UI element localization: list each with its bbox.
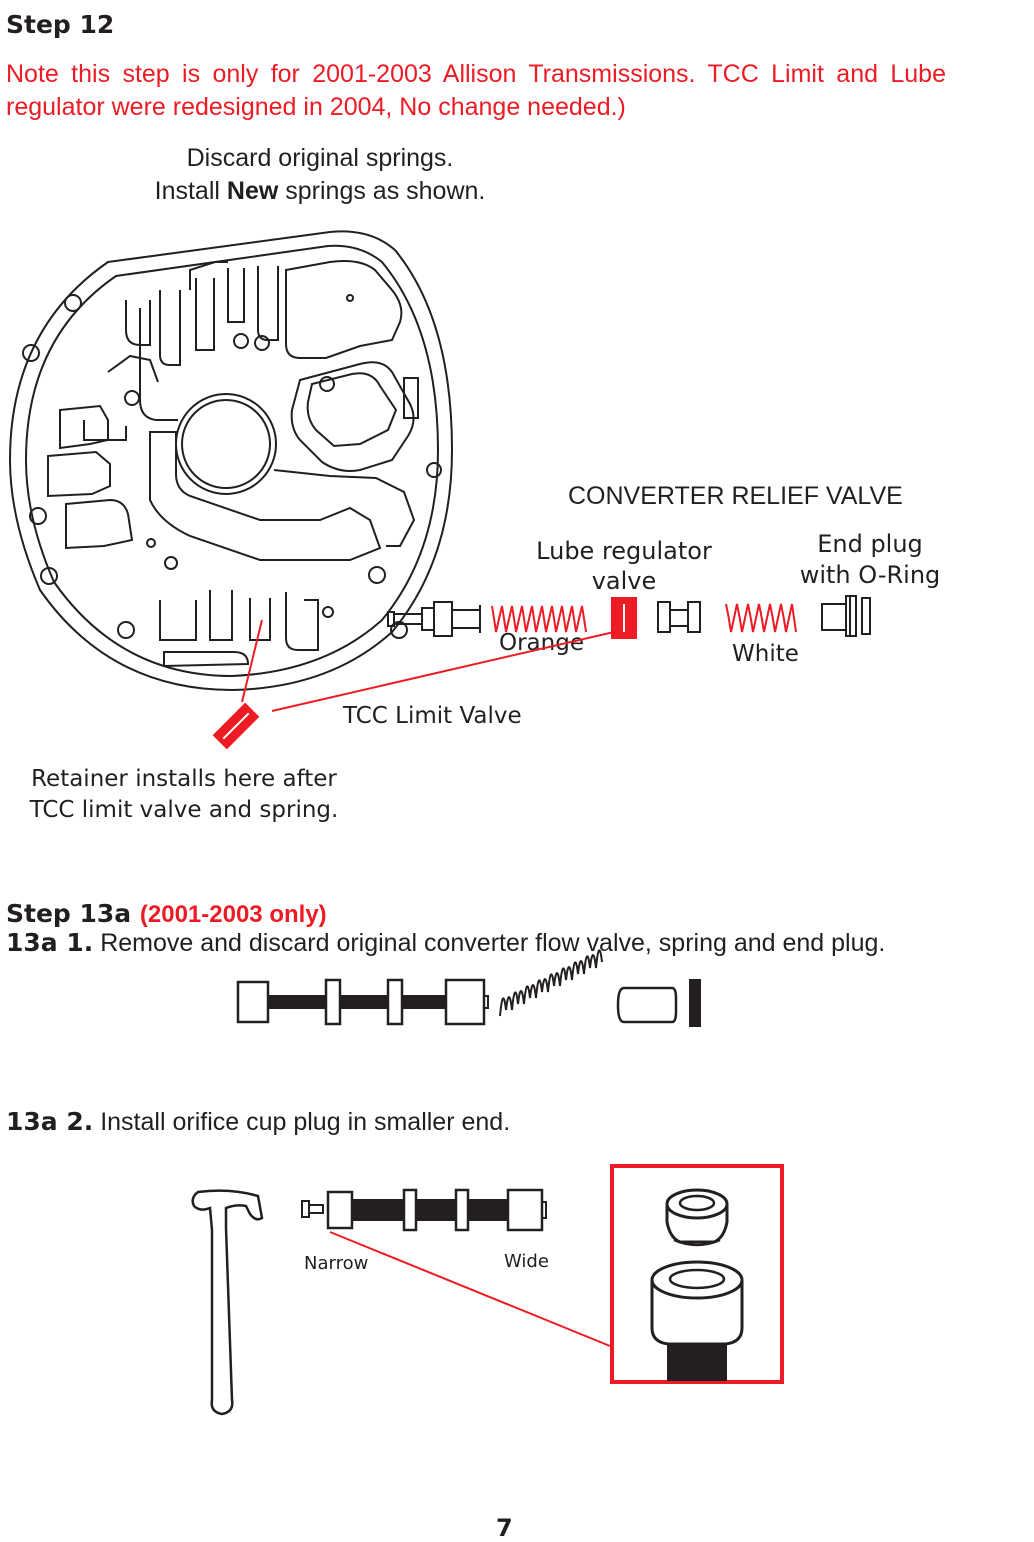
orifice-valve-part (301, 1188, 547, 1232)
converter-flow-valve-part (236, 978, 489, 1026)
end-plug-part (821, 595, 871, 637)
wide-end-label: Wide (504, 1251, 549, 1272)
orange-spring-icon (491, 605, 587, 633)
tcc-retainer-clip (212, 702, 260, 750)
discard-springs-text: Discard original springs. (186, 144, 454, 172)
white-spring-valve-part (657, 601, 701, 633)
step-13a-2: 13a 2. Install orifice cup plug in small… (6, 1107, 511, 1136)
step-12-title: Step 12 (6, 10, 115, 39)
install-new-springs-text: Install New springs as shown. (154, 177, 486, 205)
lube-regulator-valve-part (611, 597, 637, 639)
orange-spring-label: Orange (499, 630, 584, 656)
orifice-cup-plug-inset (610, 1164, 784, 1384)
tcc-limit-valve-part (387, 601, 481, 637)
flow-valve-end-plug-part (616, 979, 701, 1027)
valve-body-plate (8, 230, 454, 692)
new-emphasis: New (226, 177, 279, 205)
flow-valve-spring-icon (499, 949, 603, 1017)
white-spring-label: White (732, 641, 799, 667)
hammer-icon (191, 1189, 264, 1416)
step-13a-qualifier: (2001-2003 only) (139, 901, 327, 928)
page-number: 7 (496, 1514, 513, 1542)
step-12-note: Note this step is only for 2001-2003 All… (6, 60, 946, 121)
converter-relief-valve-label: CONVERTER RELIEF VALVE (568, 482, 903, 510)
narrow-end-label: Narrow (304, 1253, 369, 1274)
step-13a-1: 13a 1. Remove and discard original conve… (6, 928, 886, 957)
step-13a-title: Step 13a (2001-2003 only) (6, 899, 327, 928)
white-spring-icon (725, 603, 797, 633)
tcc-limit-valve-label: TCC Limit Valve (343, 703, 522, 729)
